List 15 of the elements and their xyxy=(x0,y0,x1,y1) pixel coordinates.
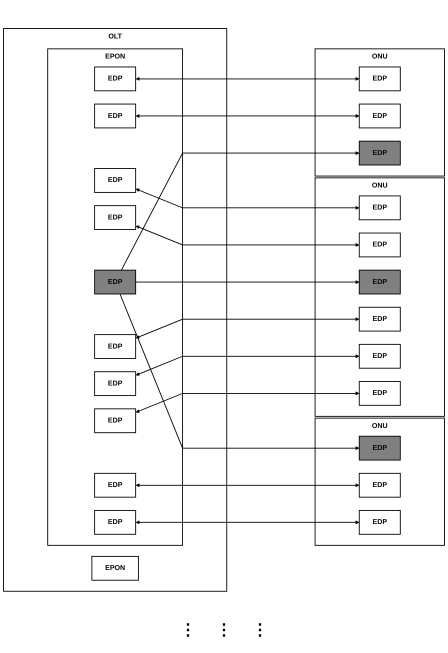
arrow xyxy=(120,294,360,450)
arrow xyxy=(136,392,360,413)
arrow xyxy=(136,317,360,339)
arrow xyxy=(136,77,360,81)
ellipsis-dots: ⋮ xyxy=(180,621,196,640)
arrow xyxy=(136,483,360,488)
arrow xyxy=(136,226,360,247)
arrow xyxy=(136,114,360,118)
arrow xyxy=(136,520,360,524)
arrow xyxy=(135,280,360,284)
arrow xyxy=(136,188,360,210)
arrow xyxy=(120,151,360,271)
arrow xyxy=(136,354,360,376)
ellipsis-dots: ⋮ xyxy=(252,621,268,640)
ellipsis-dots: ⋮ xyxy=(216,621,232,640)
